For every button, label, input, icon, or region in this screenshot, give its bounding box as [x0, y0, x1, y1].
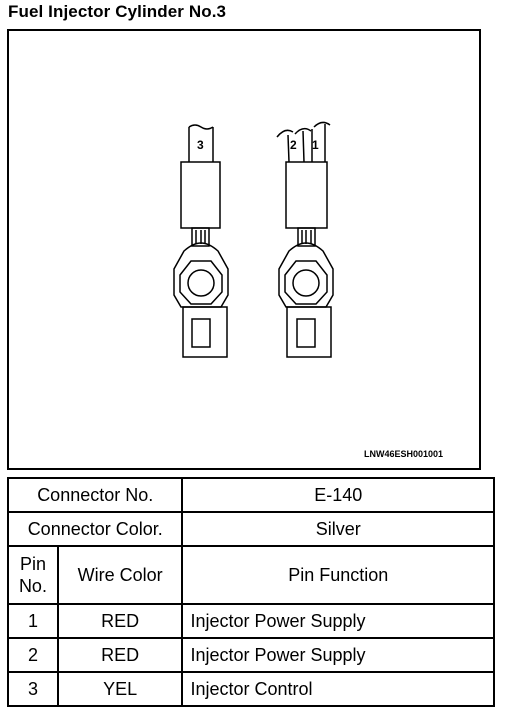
pin-cell: 2	[7, 637, 59, 673]
pin-function-header: Pin Function	[181, 545, 495, 605]
wire-color-cell: RED	[56, 637, 184, 673]
right-connector	[276, 121, 334, 358]
pin-function-cell: Injector Power Supply	[181, 603, 495, 639]
table-row: 1 RED Injector Power Supply	[7, 603, 495, 639]
right-pin-label-a: 2	[290, 138, 297, 152]
right-pin-label-b: 1	[312, 138, 319, 152]
table-row: 2 RED Injector Power Supply	[7, 637, 495, 673]
connector-spec-table: Connector No. E-140 Connector Color. Sil…	[6, 477, 495, 707]
header-row: Pin No. Wire Color Pin Function	[7, 545, 495, 605]
pin-cell: 3	[7, 671, 59, 707]
connector-color-row: Connector Color. Silver	[6, 511, 495, 547]
connector-no-label: Connector No.	[6, 477, 184, 513]
page-title: Fuel Injector Cylinder No.3	[8, 2, 227, 21]
connector-no-row: Connector No. E-140	[6, 477, 495, 513]
pin-function-cell: Injector Power Supply	[181, 637, 495, 673]
wire-color-cell: YEL	[56, 671, 184, 707]
table-row: 3 YEL Injector Control	[7, 671, 495, 707]
figure-id: LNW46ESH001001	[364, 449, 444, 459]
pin-no-header: Pin No.	[7, 545, 59, 605]
left-pin-label: 3	[197, 138, 204, 152]
connector-no-value: E-140	[181, 477, 495, 513]
connector-illustration: 3 2 1 LNW46ESH001001	[7, 29, 481, 470]
pin-function-cell: Injector Control	[181, 671, 495, 707]
left-connector	[173, 124, 229, 358]
connector-drawing: 3 2 1	[173, 121, 334, 358]
pin-cell: 1	[7, 603, 59, 639]
connector-color-value: Silver	[181, 511, 495, 547]
wire-color-cell: RED	[56, 603, 184, 639]
wire-color-header: Wire Color	[56, 545, 184, 605]
connector-color-label: Connector Color.	[6, 511, 184, 547]
